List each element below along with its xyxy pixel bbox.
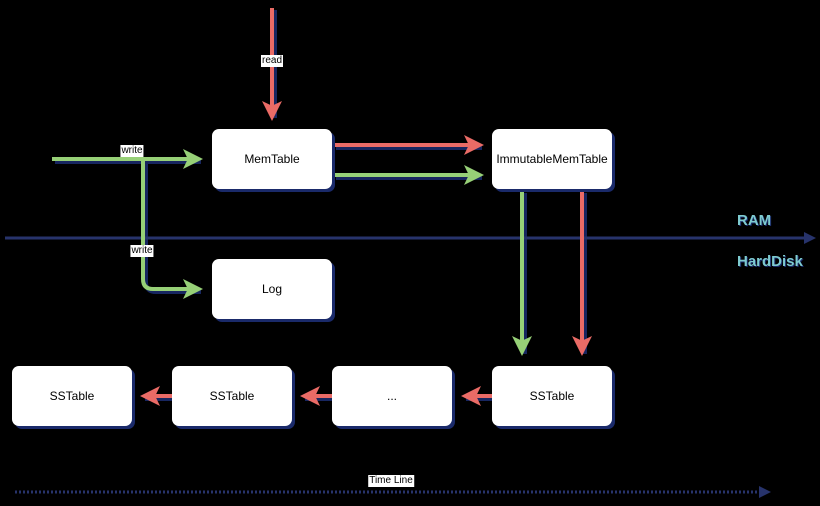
write-log-arrow bbox=[141, 159, 203, 299]
write-memtable-label: write bbox=[120, 145, 144, 157]
ellipsis-node: ... bbox=[332, 366, 452, 426]
harddisk-label: HardDisk bbox=[737, 253, 803, 270]
ram-label: RAM bbox=[737, 212, 772, 229]
sstable-node-3: SSTable bbox=[492, 366, 612, 426]
sstable-node-1: SSTable bbox=[12, 366, 132, 426]
write-log-label: write bbox=[130, 245, 154, 257]
log-node: Log bbox=[212, 259, 332, 319]
immutable-memtable-node: ImmutableMemTable bbox=[492, 129, 612, 189]
memtable-node: MemTable bbox=[212, 129, 332, 189]
timeline-label: Time Line bbox=[368, 475, 414, 487]
read-label: read bbox=[260, 55, 284, 67]
sstable-node-2: SSTable bbox=[172, 366, 292, 426]
